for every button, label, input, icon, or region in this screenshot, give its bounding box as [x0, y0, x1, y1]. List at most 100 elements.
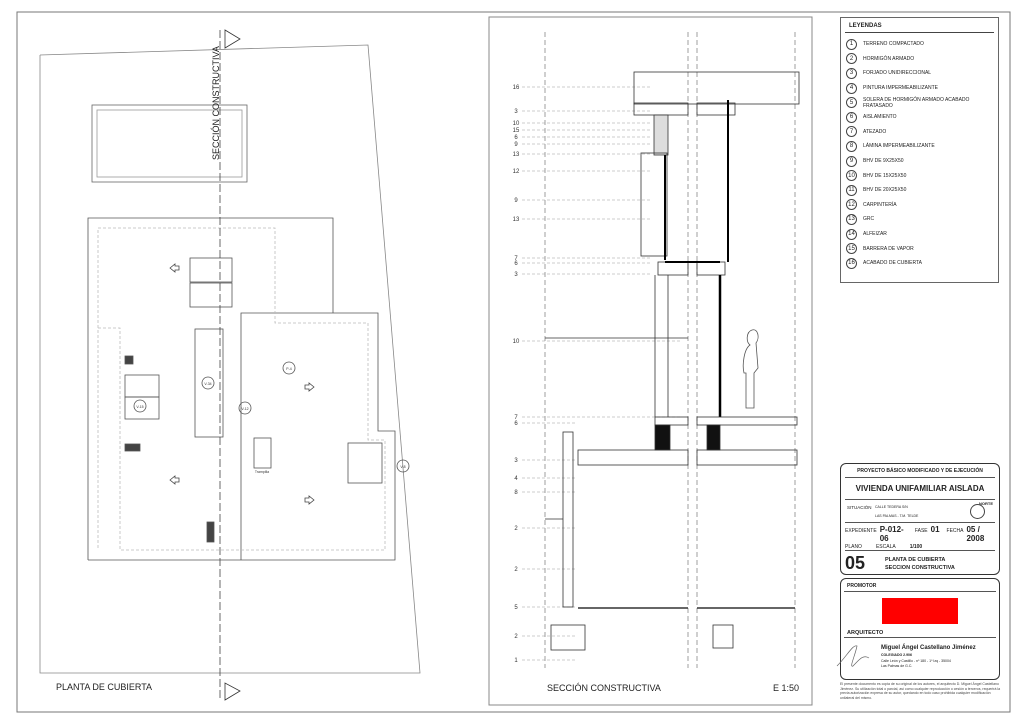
- callout-number: 13: [513, 217, 520, 223]
- fase-label: FASE: [914, 528, 928, 534]
- legend-label: GRC: [863, 216, 875, 223]
- legend-number: 14: [846, 228, 857, 240]
- legend-number: 13: [846, 213, 857, 225]
- project-type: PROYECTO BÁSICO MODIFICADO Y DE EJECUCIÓ…: [845, 464, 995, 478]
- legend-number: 10: [846, 170, 857, 182]
- legend-label: BHV DE 15X25X50: [863, 172, 907, 179]
- legend-label: ATEZADO: [863, 128, 887, 135]
- legend-number: 7: [846, 126, 857, 138]
- tag-circle: [238, 401, 252, 415]
- callout-number: 6: [514, 135, 518, 141]
- legend-number: 15: [846, 243, 857, 255]
- promotor-block: PROMOTOR ARQUITECTO Miguel Ángel Castell…: [836, 578, 1000, 680]
- plano-label: PLANO: [845, 544, 862, 550]
- north-arrow-icon: [970, 504, 985, 519]
- project-name: VIVIENDA UNIFAMILIAR AISLADA: [845, 478, 995, 500]
- legend-label: BHV DE 20X25X50: [863, 187, 907, 194]
- legend-number: 16: [846, 257, 857, 269]
- expediente-value: P-012-06: [879, 525, 904, 543]
- section-frame: [488, 16, 813, 706]
- legend-item: 14 ALFEIZAR: [846, 227, 998, 242]
- callout-number: 15: [513, 128, 520, 134]
- escala-value: 1/100: [909, 544, 923, 550]
- tag-circle: [201, 376, 215, 390]
- vent: [124, 443, 141, 452]
- callout-number: 1: [514, 658, 518, 664]
- skylight: [189, 282, 233, 308]
- legend-number: 2: [846, 53, 857, 65]
- vent: [206, 521, 215, 543]
- escala-label: ESCALA: [875, 544, 896, 550]
- pool: [91, 104, 248, 183]
- legend-item: 10 BHV DE 15X25X50: [846, 168, 998, 183]
- legend-number: 3: [846, 67, 857, 79]
- legend-item: 1 TERRENO COMPACTADO: [846, 37, 998, 52]
- fecha-value: 05 / 2008: [966, 525, 985, 543]
- callout-number: 10: [513, 339, 520, 345]
- arrow-right-icon: [304, 382, 315, 392]
- architect-city: Las Palmas de G.C.: [881, 664, 913, 668]
- callout-number: 3: [514, 109, 518, 115]
- legend-item: 7 ATEZADO: [846, 125, 998, 140]
- legend-label: AISLAMIENTO: [863, 114, 897, 121]
- arrow-right-icon: [304, 495, 315, 505]
- legend-title: LEYENDAS: [845, 18, 994, 33]
- legend-number: 12: [846, 199, 857, 211]
- architect-label: ARQUITECTO: [844, 624, 996, 638]
- legend-label: FORJADO UNIDIRECCIONAL: [863, 70, 932, 77]
- tag-label: V-15: [136, 405, 143, 409]
- drain-arrows: [169, 263, 315, 505]
- tag-label: P-4: [286, 367, 292, 371]
- plano-title-1: PLANTA DE CUBIERTA: [885, 556, 946, 563]
- site-boundary: [39, 44, 421, 674]
- north-label: NORTE: [979, 501, 993, 506]
- callout-number: 9: [514, 142, 518, 148]
- vent: [124, 355, 134, 365]
- skylight: [189, 257, 233, 283]
- callout-number: 12: [513, 169, 520, 175]
- sheet-border: [16, 11, 1011, 713]
- callout-number: 16: [513, 85, 520, 91]
- arrow-left-icon: [169, 475, 180, 485]
- callout-number: 8: [514, 490, 518, 496]
- tag-label: V-12: [241, 407, 248, 411]
- expediente-label: EXPEDIENTE: [845, 528, 877, 534]
- parapet-line: [97, 227, 386, 551]
- legend-label: TERRENO COMPACTADO: [863, 41, 924, 48]
- legend-item: 3 FORJADO UNIDIRECCIONAL: [846, 66, 998, 81]
- section-scale: E 1:50: [773, 683, 799, 693]
- building-outline-main: [87, 217, 334, 560]
- callout-number: 2: [514, 526, 518, 532]
- plano-number: 05: [845, 553, 866, 573]
- callout-number: 6: [514, 421, 518, 427]
- legend-number: 1: [846, 38, 857, 50]
- section-construction: [545, 71, 800, 651]
- legend-label: SOLERA DE HORMIGÓN ARMADO ACABADO FRATAS…: [863, 96, 970, 109]
- callout-number: 2: [514, 567, 518, 573]
- callout-number: 6: [514, 261, 518, 267]
- legend-number: 8: [846, 140, 857, 152]
- callout-number: 7: [514, 256, 518, 262]
- plano-title-2: SECCION CONSTRUCTIVA: [885, 564, 955, 571]
- callout-number: 7: [514, 415, 518, 421]
- callout-number: 5: [514, 605, 518, 611]
- disclaimer: El presente documento es copia de su ori…: [840, 682, 1001, 700]
- legend-label: ALFEIZAR: [863, 231, 887, 238]
- roof-plan: [39, 29, 421, 701]
- skylight: [347, 442, 383, 484]
- fase-value: 01: [930, 525, 940, 534]
- address-line-1: CALLE TEDERA S/N: [875, 505, 908, 509]
- fecha-label: FECHA: [946, 528, 964, 534]
- hatch: [253, 437, 272, 469]
- grid-lines: [544, 32, 796, 668]
